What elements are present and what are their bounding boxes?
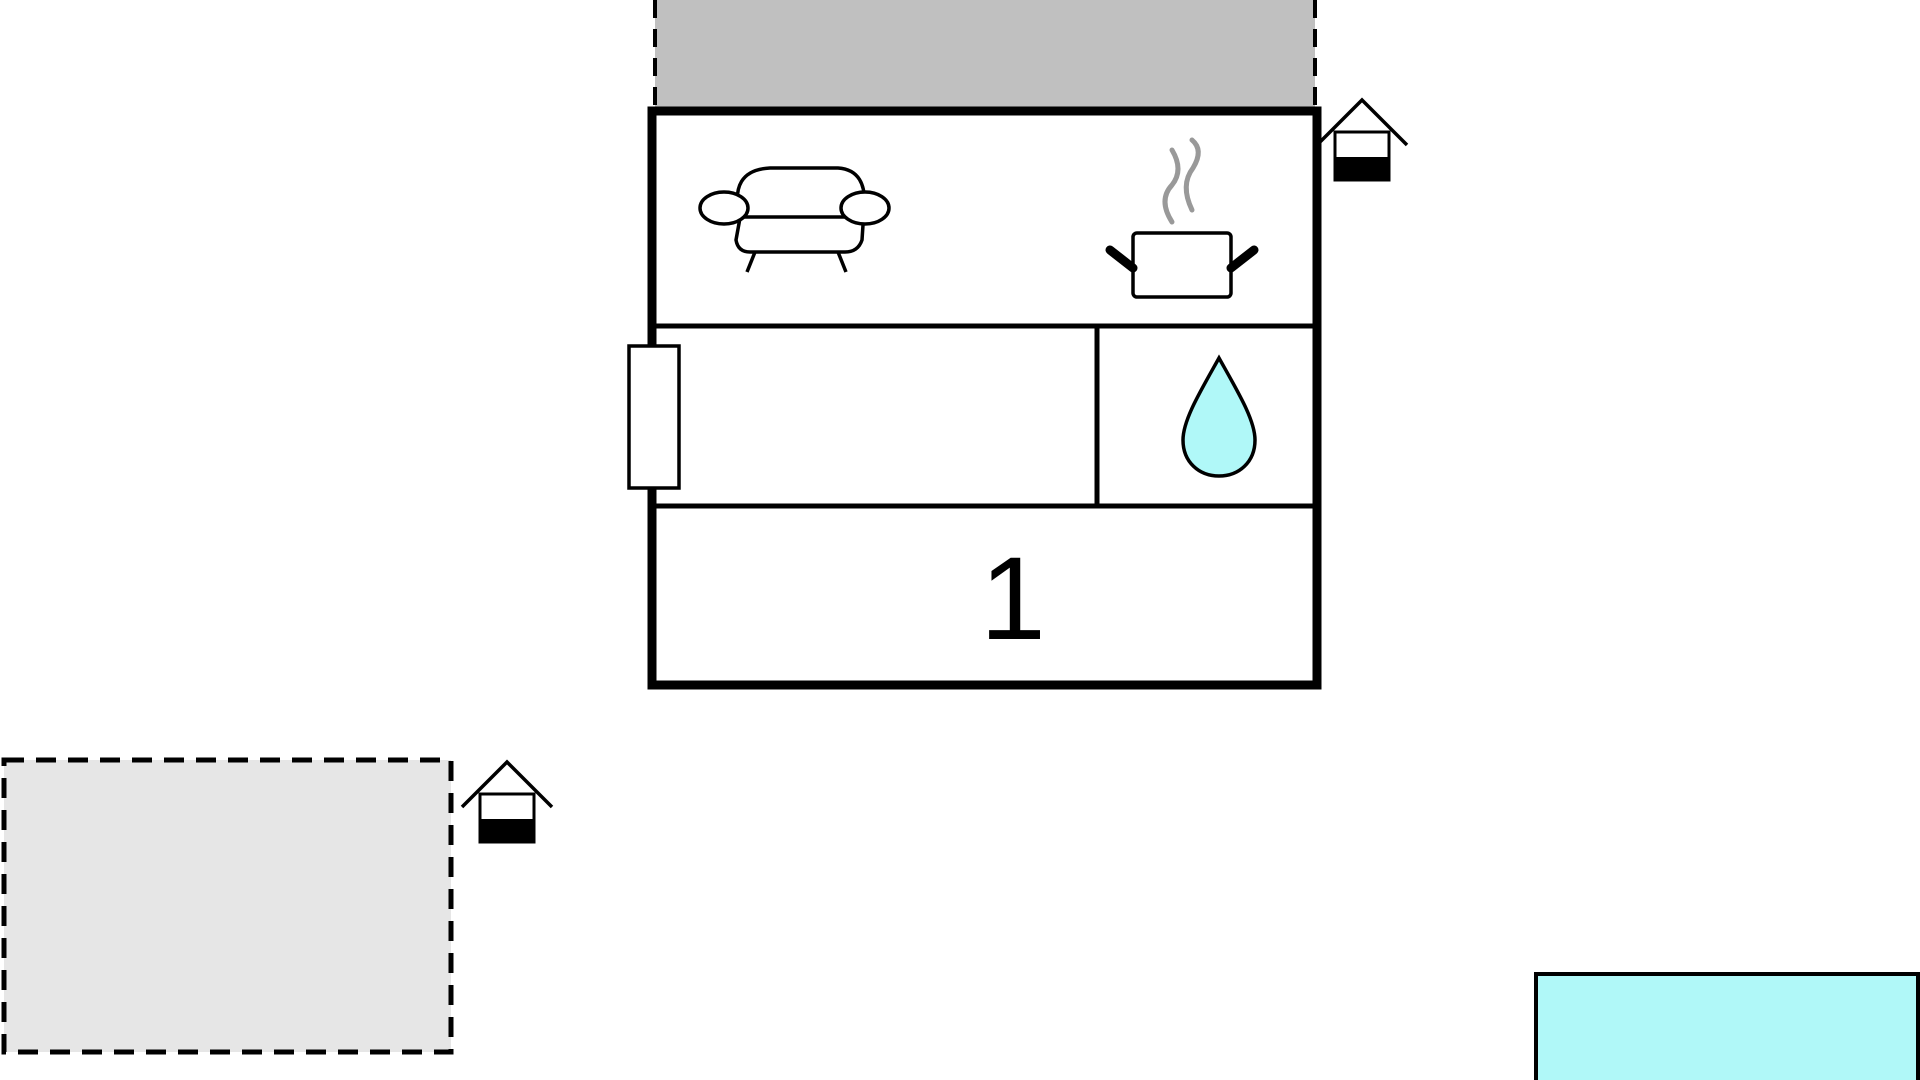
pool-area [1534,972,1920,1080]
room-number: 1 [980,533,1046,665]
terrace-area [653,0,1317,110]
outbuilding-area [1,757,454,1055]
sofa-icon [698,166,891,273]
water-drop-icon [1181,354,1257,478]
cooking-pot-icon [1105,137,1259,299]
house-icon [1315,97,1409,182]
house-icon [460,759,554,844]
door-icon [627,344,681,490]
